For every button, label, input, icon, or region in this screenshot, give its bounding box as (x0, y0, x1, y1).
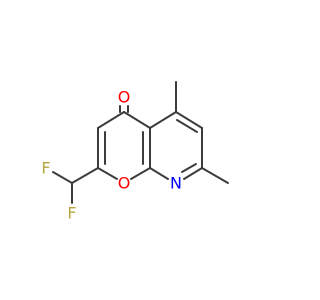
fluorine-upper-label: F (41, 159, 50, 178)
bond-c7-n8 (183, 167, 203, 180)
bond-c7-n8-inner (181, 163, 197, 173)
bond-c7-methyl (201, 167, 229, 184)
ring-nitrogen-label: N (170, 174, 182, 193)
bond-o1-c2 (97, 167, 118, 180)
bond-c4a-c5 (149, 111, 177, 129)
bond-chf2-f-upper (52, 171, 73, 184)
carbonyl-oxygen-label: O (118, 88, 131, 107)
bond-lines (52, 81, 229, 204)
bond-c4-c4a (123, 111, 151, 129)
fluorine-lower-label: F (67, 204, 76, 223)
atom-labels: O O N F F (41, 88, 182, 223)
bond-c5-c6-inner (176, 119, 198, 133)
ring-oxygen-label: O (118, 174, 131, 193)
bond-c3-c4 (97, 111, 125, 129)
molecule-structure-diagram: O O N F F (41, 81, 229, 223)
bond-n8-c8a (149, 167, 169, 180)
bond-c8a-o1 (130, 167, 151, 180)
bond-c2-chf2 (71, 167, 99, 184)
bond-c5-c6 (175, 111, 203, 129)
